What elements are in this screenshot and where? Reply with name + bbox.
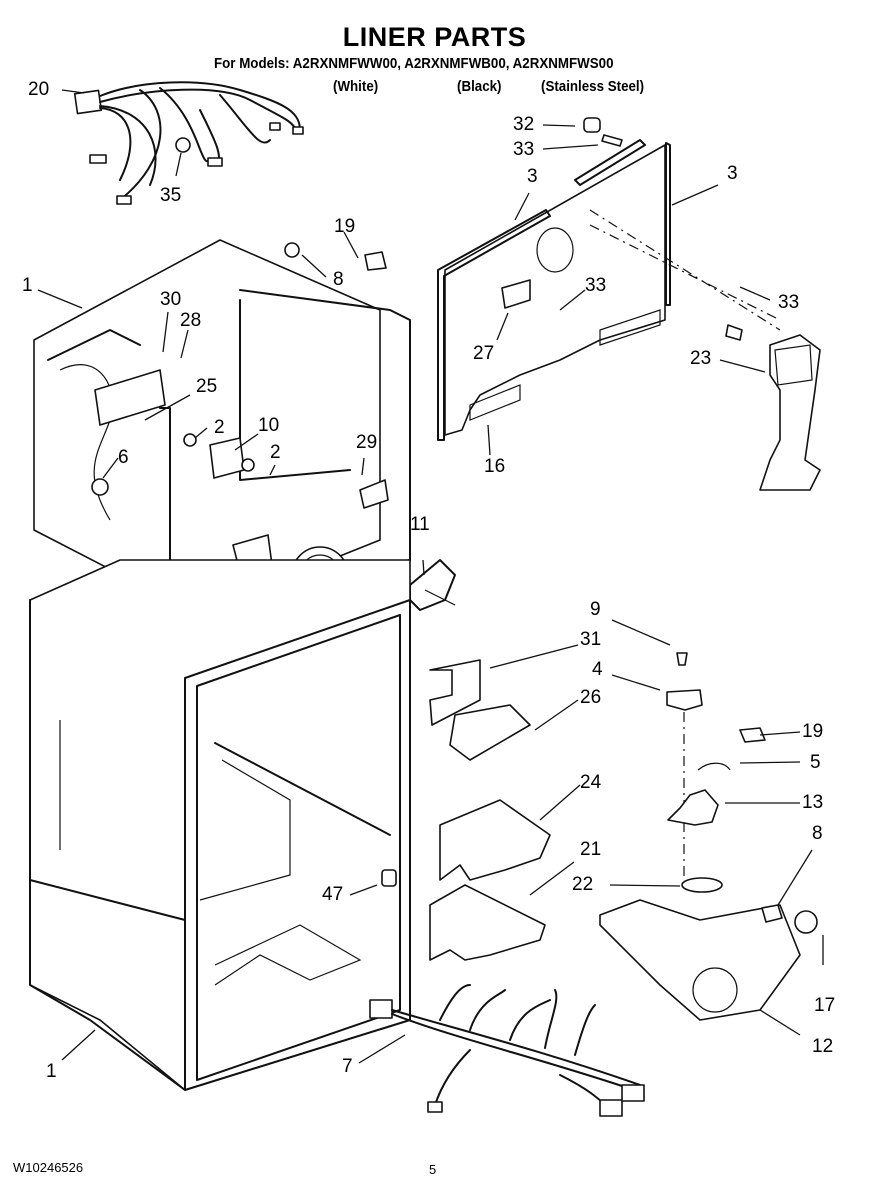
- page-number: 5: [429, 1162, 437, 1177]
- callout-33: 33: [778, 292, 800, 313]
- callout-10: 10: [258, 415, 280, 436]
- callout-6: 6: [118, 447, 129, 468]
- callout-35: 35: [160, 185, 182, 206]
- callout-28: 28: [180, 310, 202, 331]
- callout-1: 1: [46, 1061, 57, 1082]
- variant-black: (Black): [457, 79, 502, 95]
- callout-20: 20: [28, 79, 50, 100]
- callout-4: 4: [592, 659, 603, 680]
- callout-3: 3: [527, 166, 538, 187]
- callout-33: 33: [585, 275, 607, 296]
- upper-bulb-holder: [284, 242, 300, 258]
- document-number: W10246526: [13, 1160, 84, 1175]
- duct-cover: [439, 799, 551, 881]
- variant-white: (White): [333, 79, 379, 95]
- callout-arrows: [37, 89, 824, 1064]
- callout-12: 12: [812, 1036, 834, 1057]
- callout-13: 13: [802, 792, 824, 813]
- insulation-part: [429, 659, 481, 726]
- callout-32: 32: [513, 114, 535, 135]
- callout-26: 26: [580, 687, 602, 708]
- drain-trap: [381, 869, 397, 887]
- upper-light-socket: [364, 251, 387, 271]
- models-line: For Models: A2RXNMFWW00, A2RXNMFWB00, A2…: [214, 56, 614, 72]
- callout-7: 7: [342, 1056, 353, 1077]
- lower-wire-harness: [369, 984, 645, 1117]
- callout-17: 17: [814, 995, 836, 1016]
- callout-8: 8: [812, 823, 823, 844]
- freezer-liner: [33, 239, 411, 601]
- callout-30: 30: [160, 289, 182, 310]
- callout-9: 9: [590, 599, 601, 620]
- upper-wire-harness: [73, 81, 304, 205]
- callout-16: 16: [484, 456, 506, 477]
- callout-2: 2: [270, 442, 281, 463]
- callout-33: 33: [513, 139, 535, 160]
- callout-24: 24: [580, 772, 602, 793]
- callout-29: 29: [356, 432, 378, 453]
- callout-5: 5: [810, 752, 821, 773]
- air-diffuser: [449, 704, 531, 761]
- callout-25: 25: [196, 376, 218, 397]
- page-title: LINER PARTS: [342, 22, 527, 52]
- callout-31: 31: [580, 629, 602, 650]
- callout-11: 11: [410, 514, 430, 535]
- variant-stainless: (Stainless Steel): [541, 79, 645, 95]
- duct: [429, 884, 546, 961]
- callout-19: 19: [334, 216, 356, 237]
- spacer-part: [583, 117, 601, 133]
- callout-22: 22: [572, 874, 594, 895]
- rear-panel-assembly: [437, 139, 781, 441]
- callout-8: 8: [333, 269, 344, 290]
- fresh-food-liner: [29, 559, 411, 1091]
- callout-3: 3: [727, 163, 738, 184]
- screw-part: [601, 134, 623, 147]
- callout-19: 19: [802, 721, 824, 742]
- callout-1: 1: [22, 275, 33, 296]
- air-duct: [725, 324, 821, 491]
- callout-23: 23: [690, 348, 712, 369]
- callout-2: 2: [214, 417, 225, 438]
- callout-21: 21: [580, 839, 602, 860]
- control-housing-stack: [599, 652, 818, 1021]
- callout-47: 47: [322, 884, 344, 905]
- callout-27: 27: [473, 343, 495, 364]
